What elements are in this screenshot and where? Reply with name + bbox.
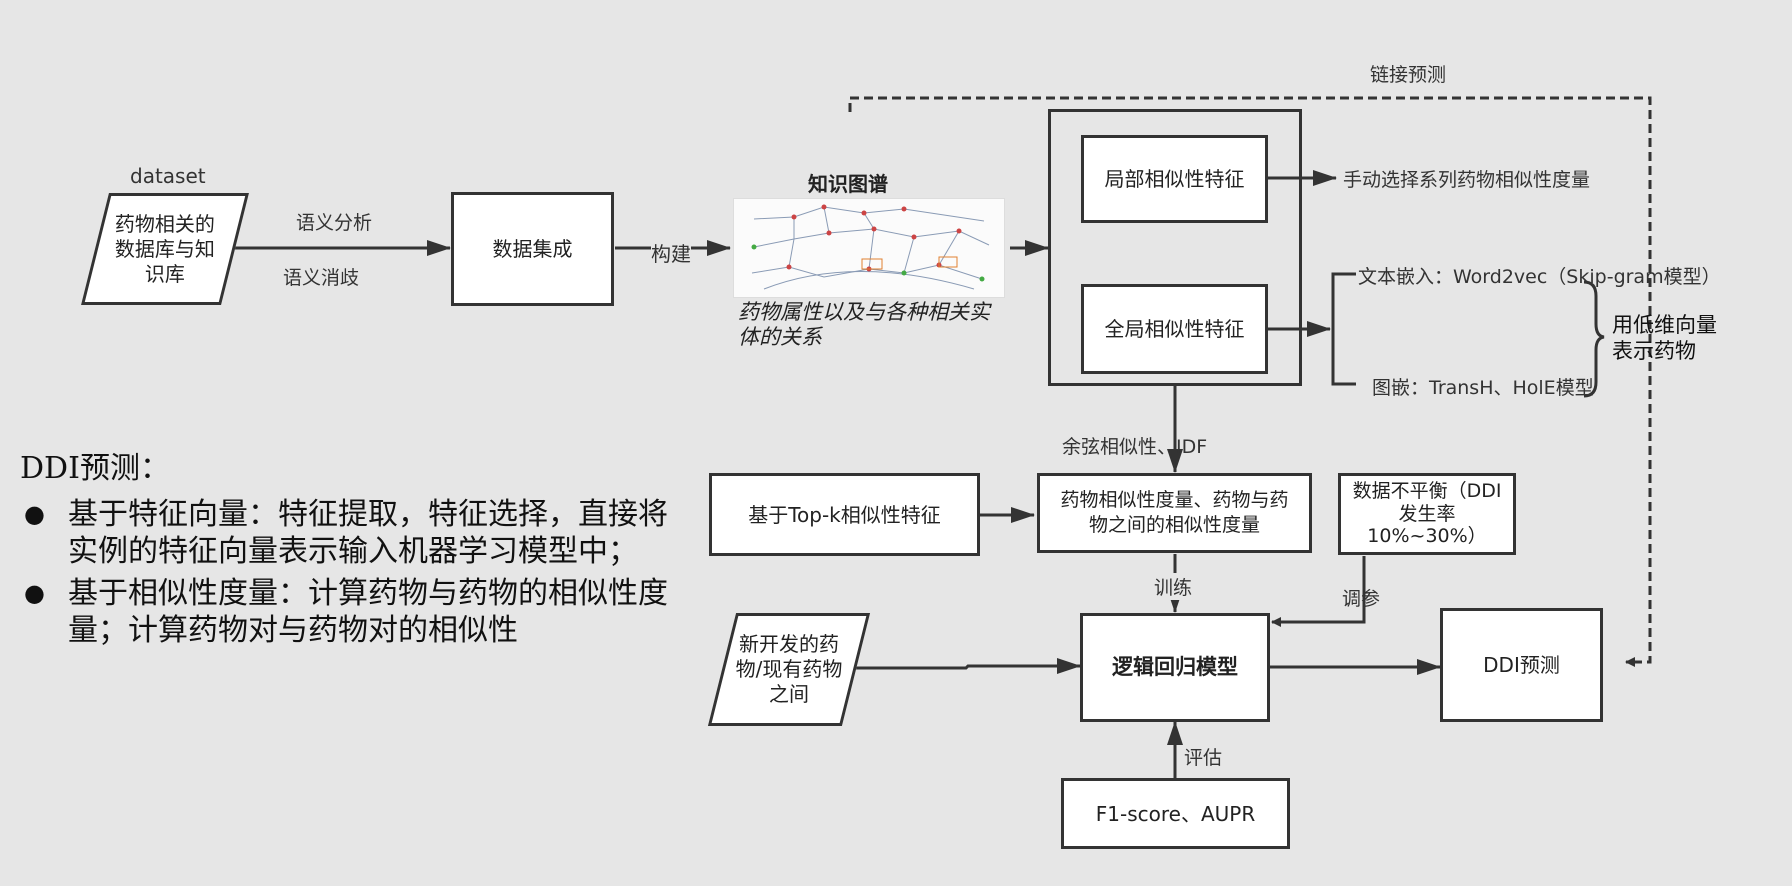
arrow-newdrugs-lr — [852, 658, 1081, 674]
data-integration-node: 数据集成 — [451, 192, 614, 306]
embed-bracket — [1331, 272, 1356, 386]
evaluate-label: 评估 — [1184, 747, 1223, 769]
low-dim-brace — [1583, 280, 1605, 398]
ddi-note-feature-vector: 基于特征向量：特征提取，特征选择，直接将实例的特征向量表示输入机器学习模型中； — [20, 496, 680, 571]
knowledge-graph-image — [733, 198, 1005, 298]
ddi-prediction-node: DDI预测 — [1440, 608, 1603, 722]
global-similarity-node: 全局相似性特征 — [1081, 284, 1268, 374]
data-imbalance-node: 数据不平衡（DDI发生率10%~30%） — [1338, 473, 1516, 555]
source-database-label: 药物相关的数据库与知识库 — [115, 211, 215, 286]
disambiguation-label: 语义消歧 — [283, 267, 360, 289]
knowledge-graph-network-icon — [751, 204, 990, 290]
kg-caption: 药物属性以及与各种相关实体的关系 — [738, 300, 990, 350]
new-drugs-node: 新开发的药物/现有药物之间 — [707, 613, 871, 726]
link-prediction-label: 链接预测 — [1370, 64, 1447, 86]
ddi-notes-heading: DDI预测： — [20, 451, 170, 486]
similarity-measure-node: 药物相似性度量、药物与药物之间的相似性度量 — [1037, 473, 1312, 553]
arrow-imbalance-lr — [1271, 556, 1366, 627]
source-database-node: 药物相关的数据库与知识库 — [81, 193, 249, 305]
cosine-idf-label: 余弦相似性、IDF — [1062, 436, 1208, 458]
dataset-label: dataset — [130, 164, 206, 188]
ddi-note-similarity: 基于相似性度量：计算药物与药物的相似性度量；计算药物对与药物对的相似性 — [20, 575, 680, 650]
text-embedding-label: 文本嵌入：Word2vec（Skip-gram模型） — [1358, 266, 1721, 288]
local-similarity-node: 局部相似性特征 — [1081, 135, 1268, 223]
ddi-notes-list: 基于特征向量：特征提取，特征选择，直接将实例的特征向量表示输入机器学习模型中； … — [20, 496, 680, 650]
link-prediction-loop — [848, 96, 1652, 667]
logistic-regression-node: 逻辑回归模型 — [1080, 613, 1270, 722]
tune-label: 调参 — [1342, 588, 1381, 610]
graph-embedding-label: 图嵌：TransH、HolE模型 — [1372, 377, 1594, 399]
manual-select-label: 手动选择系列药物相似性度量 — [1343, 169, 1591, 191]
build-label: 构建 — [651, 238, 691, 267]
semantic-analysis-label: 语义分析 — [296, 212, 373, 234]
kg-title: 知识图谱 — [808, 172, 888, 196]
train-label: 训练 — [1154, 573, 1193, 600]
metrics-node: F1-score、AUPR — [1061, 778, 1290, 849]
features-container — [1048, 109, 1302, 386]
low-dim-label: 用低维向量表示药物 — [1612, 313, 1717, 364]
new-drugs-label: 新开发的药物/现有药物之间 — [735, 632, 843, 706]
ddi-notes: DDI预测： 基于特征向量：特征提取，特征选择，直接将实例的特征向量表示输入机器… — [20, 450, 680, 654]
topk-feature-node: 基于Top-k相似性特征 — [709, 473, 980, 556]
